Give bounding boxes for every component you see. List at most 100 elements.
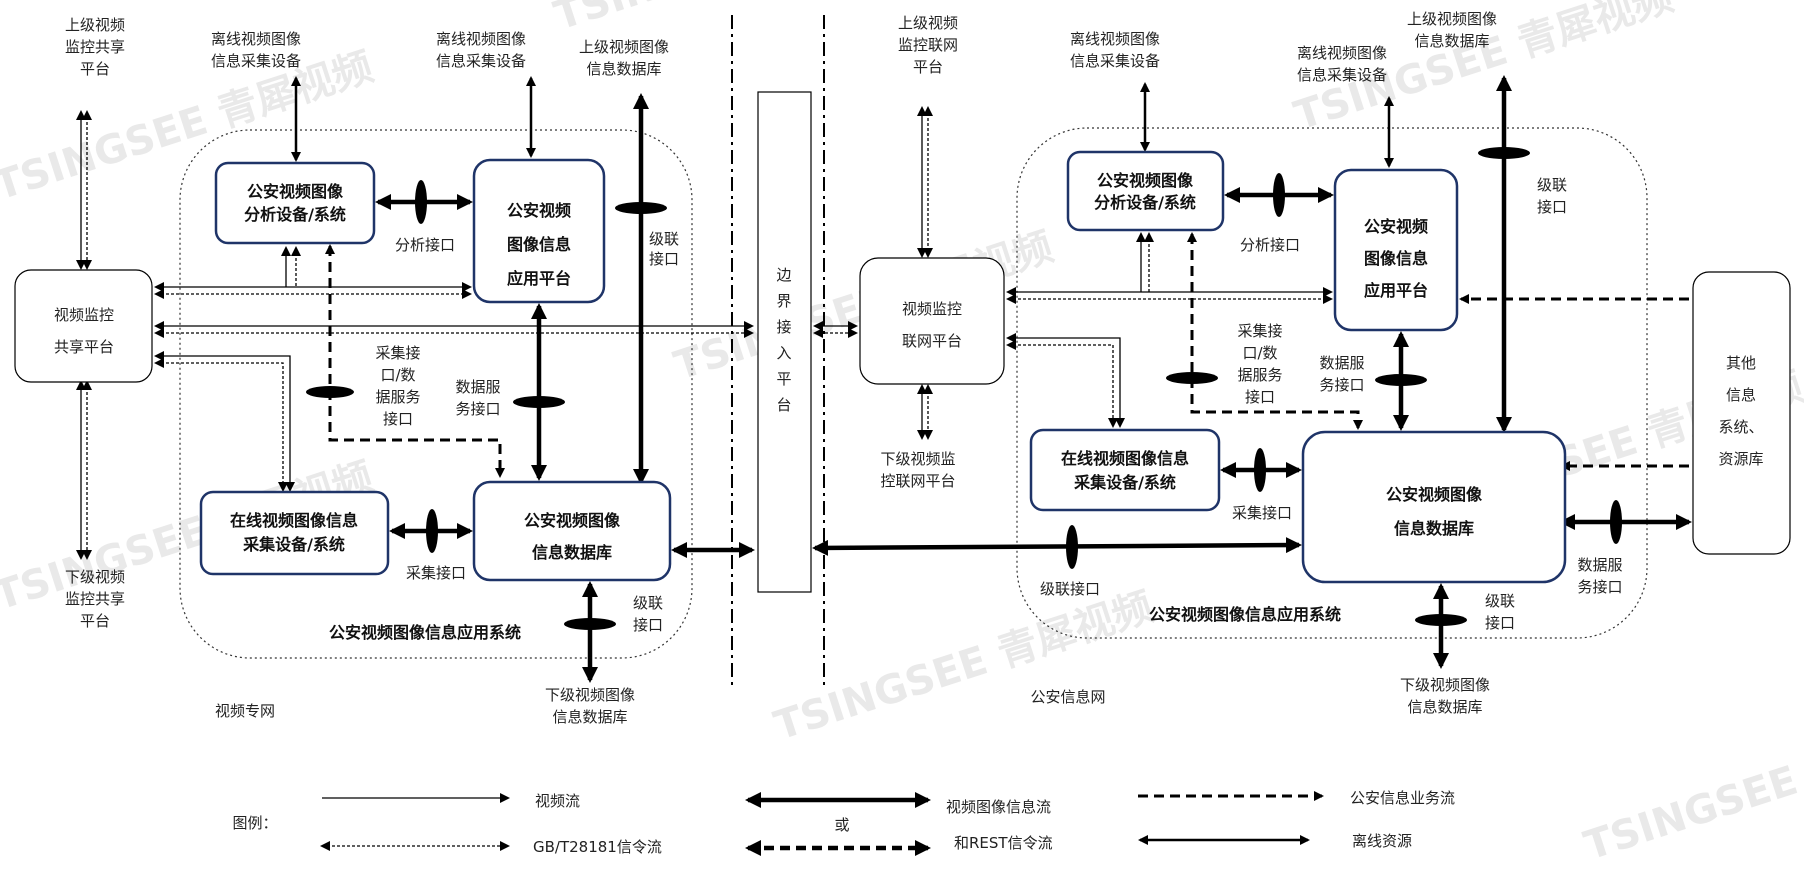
signal-stream-arrow bbox=[1006, 340, 1118, 428]
svg-text:信息采集设备: 信息采集设备 bbox=[1297, 66, 1387, 84]
interface-marker bbox=[1610, 500, 1622, 544]
interface-marker bbox=[415, 180, 427, 224]
svg-text:接口: 接口 bbox=[383, 410, 413, 428]
svg-text:图像信息: 图像信息 bbox=[1364, 249, 1428, 268]
data-service-interface-label: 务接口 bbox=[1319, 376, 1364, 394]
svg-text:采集设备/系统: 采集设备/系统 bbox=[242, 535, 345, 554]
data-service-interface-label: 数据服 bbox=[455, 378, 500, 396]
svg-text:图像信息: 图像信息 bbox=[507, 235, 571, 254]
svg-text:公安视频: 公安视频 bbox=[1364, 217, 1428, 236]
video-private-network-label: 视频专网 bbox=[215, 702, 275, 720]
svg-text:接口: 接口 bbox=[1245, 388, 1275, 406]
info-stream-arrow bbox=[812, 537, 1302, 556]
data-service-interface-label: 务接口 bbox=[1577, 578, 1622, 596]
svg-text:监控共享: 监控共享 bbox=[65, 590, 125, 608]
svg-text:平台: 平台 bbox=[913, 58, 943, 76]
collect-interface-label: 采集接 口/数 据服务 接口 bbox=[375, 344, 420, 428]
offline-collection-device-label: 离线视频图像 信息采集设备 bbox=[1070, 30, 1160, 70]
image-database[interactable]: 公安视频图像 信息数据库 bbox=[1301, 430, 1567, 584]
analysis-system[interactable]: 公安视频图像 分析设备/系统 bbox=[214, 161, 376, 245]
legend-or-label: 或 bbox=[834, 816, 849, 834]
cascade-interface-label: 级联 bbox=[1485, 592, 1515, 610]
interface-marker bbox=[1254, 448, 1266, 492]
image-database[interactable]: 公安视频图像 信息数据库 bbox=[472, 480, 672, 582]
svg-text:信息数据库: 信息数据库 bbox=[1414, 32, 1489, 50]
svg-text:在线视频图像信息: 在线视频图像信息 bbox=[230, 511, 358, 530]
svg-text:平: 平 bbox=[776, 370, 791, 388]
watermark: TSINGSEE 青犀视频 bbox=[1579, 704, 1804, 870]
svg-text:公安视频图像: 公安视频图像 bbox=[524, 511, 621, 530]
svg-text:信息采集设备: 信息采集设备 bbox=[1070, 52, 1160, 70]
svg-text:下级视频图像: 下级视频图像 bbox=[545, 686, 635, 704]
legend-rest-stream-label: 和REST信令流 bbox=[954, 834, 1053, 852]
svg-text:采集接: 采集接 bbox=[1237, 322, 1282, 340]
legend-info-stream-label: 视频图像信息流 bbox=[946, 798, 1051, 816]
svg-text:应用平台: 应用平台 bbox=[1364, 281, 1428, 300]
svg-text:系统、: 系统、 bbox=[1718, 418, 1763, 436]
collect-interface-label: 采集接口 bbox=[1232, 504, 1292, 522]
analysis-system[interactable]: 公安视频图像 分析设备/系统 bbox=[1066, 150, 1225, 232]
svg-text:采集接: 采集接 bbox=[375, 344, 420, 362]
svg-text:共享平台: 共享平台 bbox=[54, 338, 114, 356]
video-stream-arrow bbox=[154, 351, 295, 492]
interface-marker bbox=[426, 509, 438, 553]
video-share-platform[interactable]: 视频监控 共享平台 bbox=[14, 269, 153, 383]
svg-text:台: 台 bbox=[776, 396, 791, 414]
svg-text:口/数: 口/数 bbox=[380, 366, 415, 384]
upper-share-platform-label: 上级视频 监控共享 平台 bbox=[65, 16, 125, 78]
offline-collection-device-label: 离线视频图像 信息采集设备 bbox=[211, 30, 301, 70]
business-stream-arrow bbox=[1187, 232, 1363, 430]
watermark: TSINGSEE 青犀视频 bbox=[549, 0, 939, 40]
svg-text:应用平台: 应用平台 bbox=[507, 269, 571, 288]
svg-text:上级视频: 上级视频 bbox=[65, 16, 125, 34]
svg-text:离线视频图像: 离线视频图像 bbox=[1070, 30, 1160, 48]
svg-text:下级视频监: 下级视频监 bbox=[880, 450, 955, 468]
video-network-platform[interactable]: 视频监控 联网平台 bbox=[859, 257, 1005, 385]
right-system-region bbox=[1016, 127, 1648, 639]
svg-text:平台: 平台 bbox=[80, 612, 110, 630]
boundary-access-platform[interactable]: 边 界 接 入 平 台 bbox=[757, 91, 812, 593]
interface-marker bbox=[513, 396, 565, 408]
analysis-interface-label: 分析接口 bbox=[395, 236, 455, 254]
svg-text:离线视频图像: 离线视频图像 bbox=[211, 30, 301, 48]
watermark: TSINGSEE 青犀视频 bbox=[769, 584, 1159, 750]
svg-text:离线视频图像: 离线视频图像 bbox=[1297, 44, 1387, 62]
cascade-interface-label: 级联 bbox=[649, 230, 679, 248]
svg-text:据服务: 据服务 bbox=[375, 388, 420, 406]
interface-marker bbox=[1273, 173, 1285, 217]
cascade-interface-label: 接口 bbox=[633, 616, 663, 634]
interface-marker bbox=[1415, 614, 1467, 626]
signal-stream-arrow bbox=[154, 358, 288, 492]
left-system-label: 公安视频图像信息应用系统 bbox=[329, 623, 521, 642]
svg-text:视频监控: 视频监控 bbox=[54, 306, 114, 324]
svg-text:接: 接 bbox=[776, 318, 791, 336]
legend-video-stream-label: 视频流 bbox=[535, 792, 580, 810]
other-systems-resource[interactable]: 其他 信息 系统、 资源库 bbox=[1692, 271, 1791, 555]
online-collection-system[interactable]: 在线视频图像信息 采集设备/系统 bbox=[199, 490, 390, 576]
data-service-interface-label: 数据服 bbox=[1319, 354, 1364, 372]
business-stream-arrow bbox=[325, 244, 505, 478]
svg-text:采集设备/系统: 采集设备/系统 bbox=[1073, 473, 1176, 492]
svg-text:其他: 其他 bbox=[1726, 354, 1756, 372]
svg-text:口/数: 口/数 bbox=[1242, 344, 1277, 362]
video-stream-arrow bbox=[1006, 333, 1125, 428]
lower-database-label: 下级视频图像 信息数据库 bbox=[1400, 676, 1490, 716]
lower-network-platform-label: 下级视频监 控联网平台 bbox=[880, 450, 955, 490]
svg-text:公安视频: 公安视频 bbox=[507, 201, 571, 220]
svg-text:离线视频图像: 离线视频图像 bbox=[436, 30, 526, 48]
svg-text:信息数据库: 信息数据库 bbox=[532, 543, 612, 562]
svg-text:联网平台: 联网平台 bbox=[902, 332, 962, 350]
application-platform[interactable]: 公安视频 图像信息 应用平台 bbox=[472, 158, 606, 304]
interface-marker bbox=[1066, 525, 1078, 569]
svg-text:在线视频图像信息: 在线视频图像信息 bbox=[1061, 449, 1189, 468]
svg-text:公安视频图像: 公安视频图像 bbox=[1386, 485, 1483, 504]
svg-text:边: 边 bbox=[776, 266, 791, 284]
cascade-interface-label: 级联接口 bbox=[1040, 580, 1100, 598]
svg-text:平台: 平台 bbox=[80, 60, 110, 78]
online-collection-system[interactable]: 在线视频图像信息 采集设备/系统 bbox=[1029, 428, 1221, 512]
collect-interface-label: 采集接口 bbox=[406, 564, 466, 582]
legend-signal-stream-label: GB/T28181信令流 bbox=[533, 838, 662, 856]
cascade-interface-label: 接口 bbox=[1485, 614, 1515, 632]
application-platform[interactable]: 公安视频 图像信息 应用平台 bbox=[1333, 168, 1459, 332]
